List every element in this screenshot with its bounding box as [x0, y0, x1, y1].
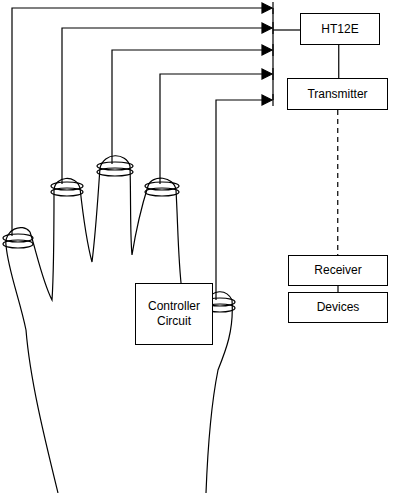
diode-bar	[272, 68, 273, 80]
wire	[160, 74, 262, 184]
diode-bar	[272, 94, 273, 106]
box-label: Transmitter	[307, 87, 367, 102]
diode-symbol	[262, 69, 272, 79]
diode-symbol	[262, 23, 272, 33]
wire	[112, 50, 262, 164]
hand-outline	[6, 156, 232, 493]
diode-symbol	[262, 95, 272, 105]
box-label: Receiver	[314, 263, 361, 278]
diode-symbol	[262, 3, 272, 13]
diode-bar	[272, 2, 273, 14]
connector-line	[338, 45, 339, 78]
box-label: Devices	[317, 300, 360, 315]
receiver-box: Receiver	[288, 255, 388, 286]
controller-box: Controller Circuit	[135, 283, 213, 345]
diode-symbol	[262, 45, 272, 55]
devices-box: Devices	[288, 292, 388, 323]
diode-bar	[272, 44, 273, 56]
box-label: Controller Circuit	[140, 299, 208, 329]
connector-line	[337, 110, 338, 255]
wire	[12, 8, 262, 236]
encoder-box: HT12E	[300, 13, 380, 45]
box-label: HT12E	[321, 22, 358, 37]
transmitter-box: Transmitter	[287, 78, 388, 110]
diode-bar	[272, 22, 273, 34]
wire	[62, 28, 262, 184]
wire	[216, 100, 262, 300]
